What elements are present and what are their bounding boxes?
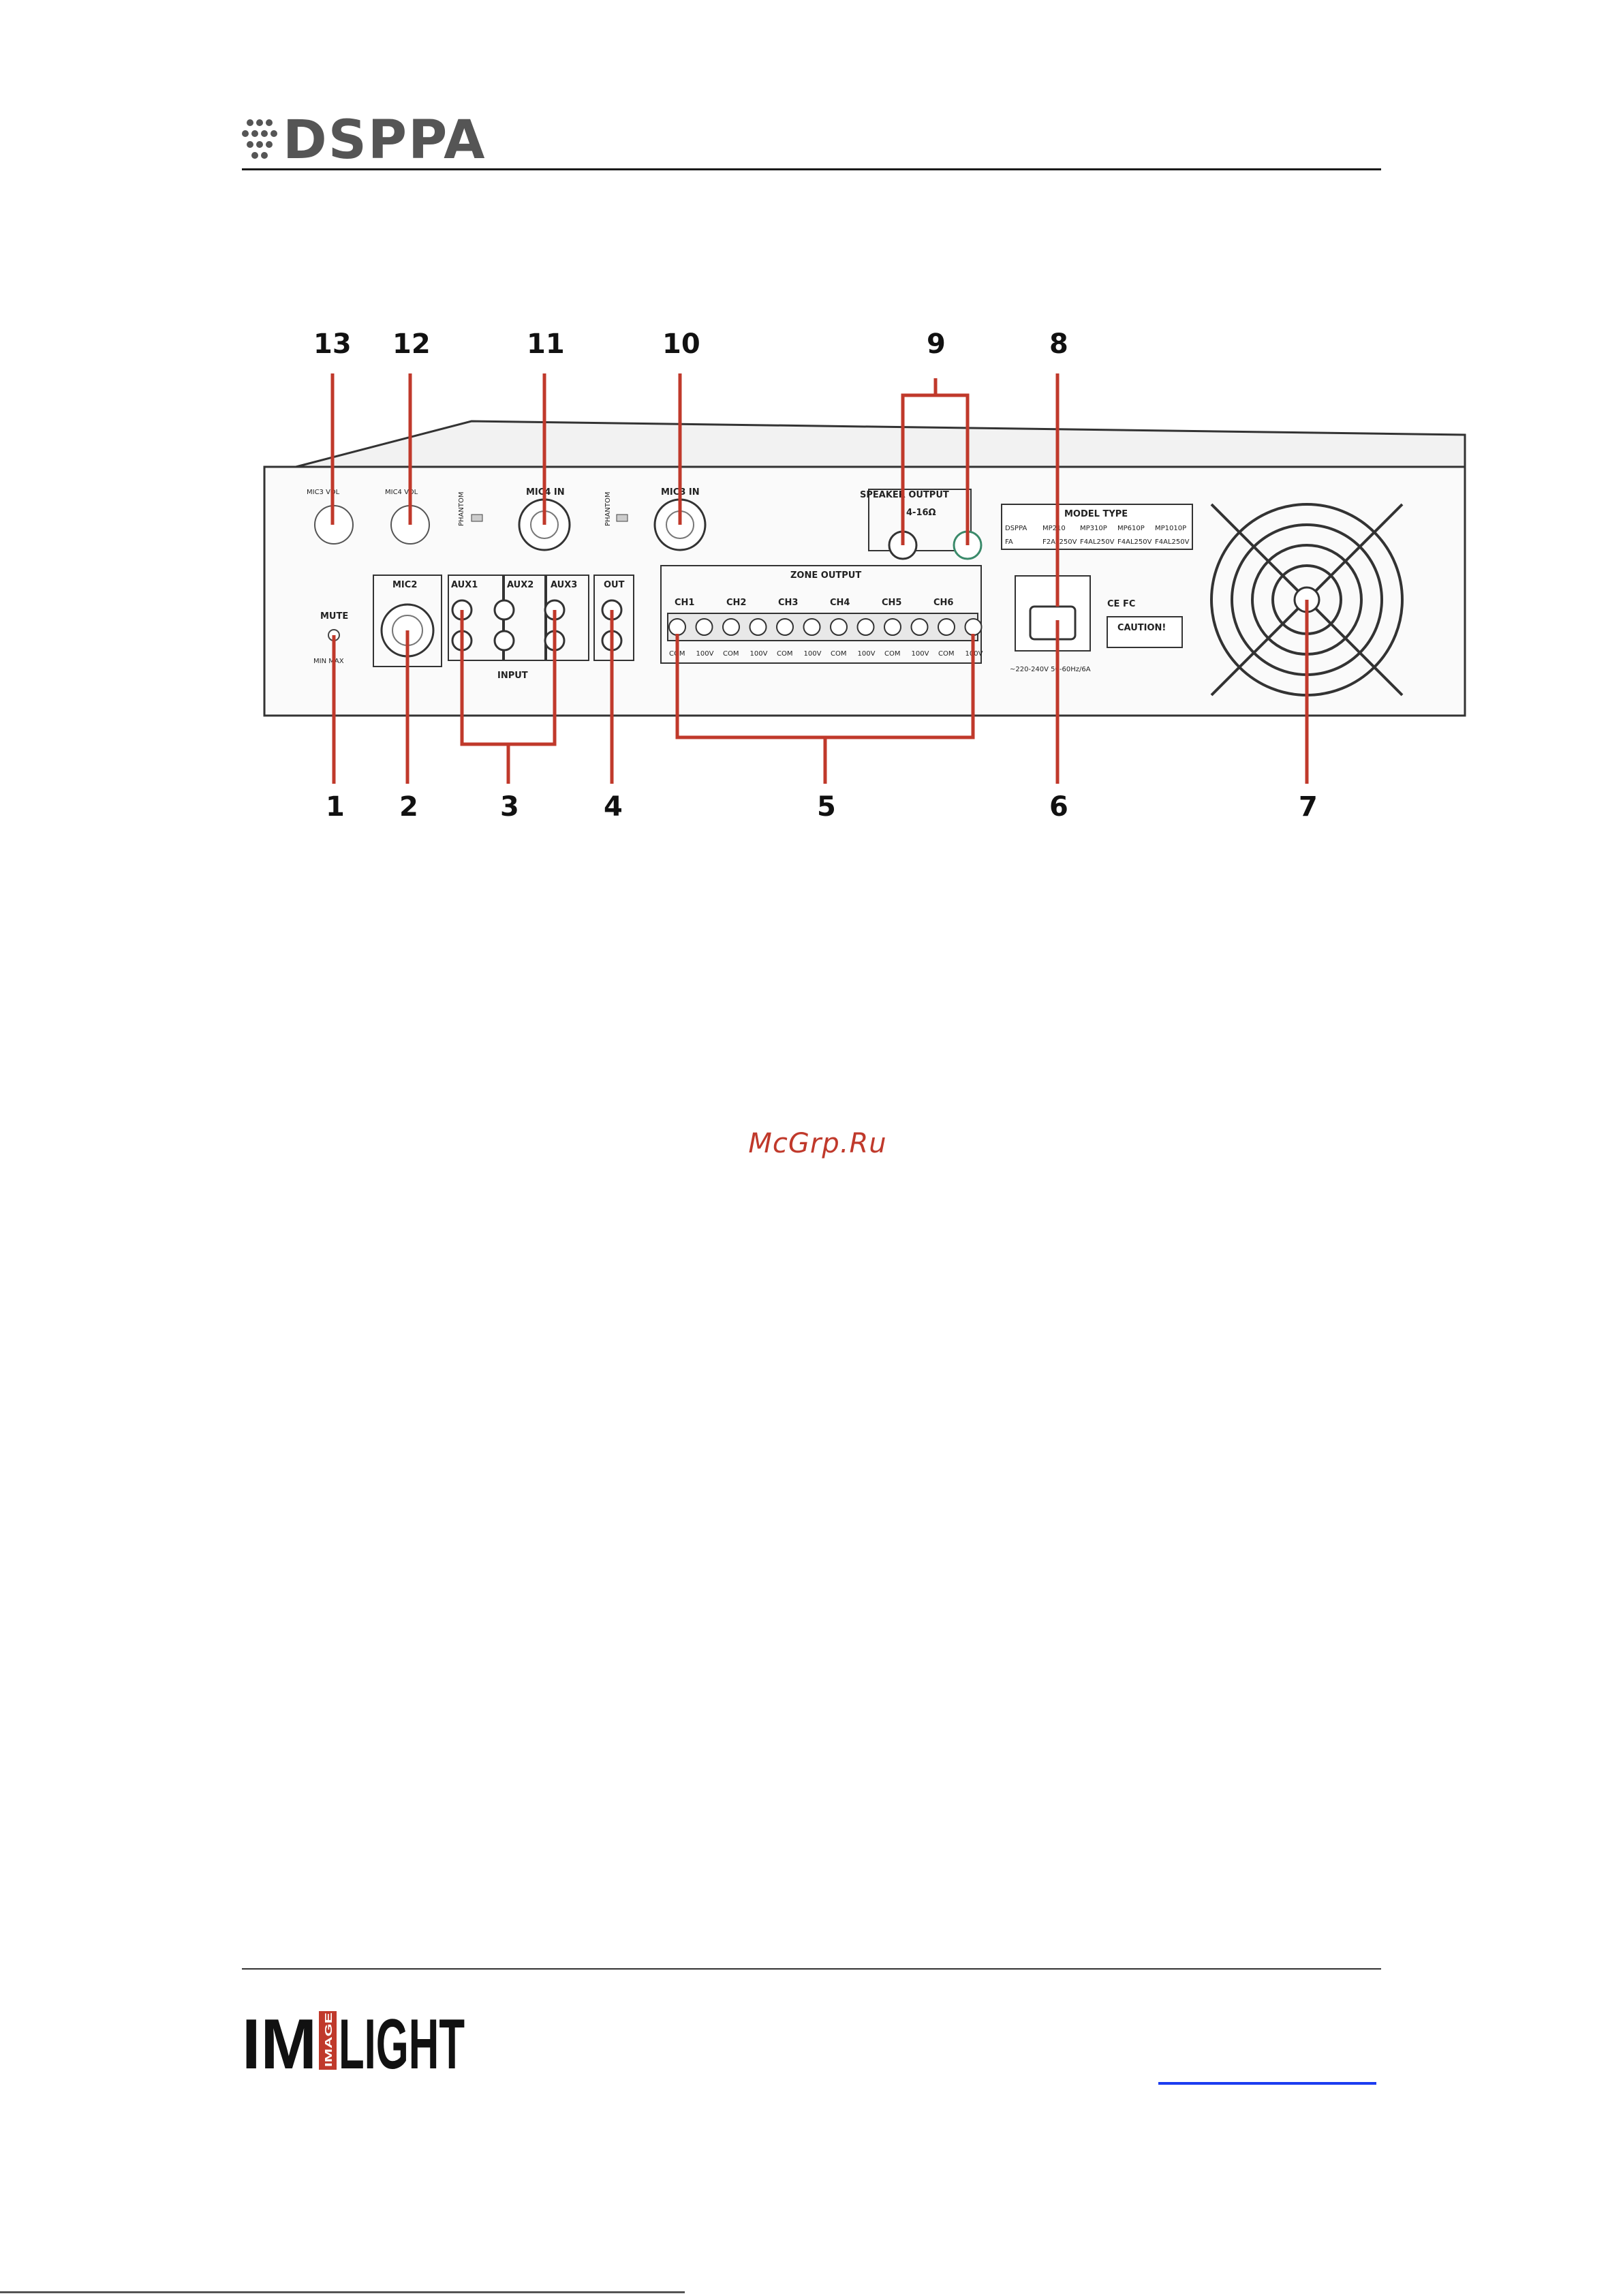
terminal-screw bbox=[722, 618, 740, 636]
zone-channel-label: CH4 bbox=[830, 598, 850, 608]
terminal-label: COM bbox=[831, 650, 846, 658]
model-cell: MP610P bbox=[1117, 525, 1145, 532]
callout-1: 1 bbox=[326, 791, 345, 823]
phantom-label-2: PHANTOM bbox=[604, 492, 612, 526]
footer-link[interactable] bbox=[1158, 2082, 1376, 2085]
aux-inputs: AUX1 AUX2 AUX3 INPUT bbox=[448, 575, 589, 681]
terminal-label: 100V bbox=[858, 650, 876, 658]
watermark-text: McGrp.Ru bbox=[748, 1128, 887, 1159]
terminal-label: 100V bbox=[912, 650, 929, 658]
terminal-screw bbox=[749, 618, 767, 636]
zone-channel-label: CH3 bbox=[778, 598, 798, 608]
power-inlet: ~220-240V 50-60Hz/6A bbox=[1010, 575, 1091, 673]
mic3-vol-label: MIC3 VOL bbox=[307, 489, 340, 496]
terminal-screw bbox=[938, 618, 955, 636]
callout-7: 7 bbox=[1299, 791, 1318, 823]
min-max-label: MIN MAX bbox=[313, 658, 344, 665]
callout-4: 4 bbox=[604, 791, 623, 823]
terminal-screw bbox=[884, 618, 901, 636]
zone-channel-label: CH6 bbox=[933, 598, 953, 608]
callout-11: 11 bbox=[527, 328, 565, 360]
aux2-label: AUX2 bbox=[507, 580, 534, 590]
model-cell: MP1010P bbox=[1155, 525, 1186, 532]
callout-9: 9 bbox=[927, 328, 946, 360]
callout-6: 6 bbox=[1049, 791, 1068, 823]
callout-numbers-top: 13 12 11 10 9 8 bbox=[313, 328, 1068, 360]
callout-12: 12 bbox=[392, 328, 431, 360]
terminal-screw bbox=[964, 618, 983, 636]
mic4-vol-label: MIC4 VOL bbox=[385, 489, 418, 496]
model-cell: F2AL250V bbox=[1042, 538, 1077, 546]
caution-label: CAUTION! bbox=[1117, 623, 1166, 633]
aux1-label: AUX1 bbox=[451, 580, 478, 590]
terminal-label: 100V bbox=[750, 650, 768, 658]
zone-output-label: ZONE OUTPUT bbox=[790, 570, 861, 581]
terminal-screw bbox=[695, 618, 713, 636]
model-cell: F4AL250V bbox=[1155, 538, 1190, 546]
voltage-label: ~220-240V 50-60Hz/6A bbox=[1010, 666, 1091, 673]
mic2-label: MIC2 bbox=[392, 580, 417, 590]
footer-divider bbox=[242, 1968, 1381, 1970]
model-cell: MP310P bbox=[1080, 525, 1107, 532]
aux3-label: AUX3 bbox=[551, 580, 577, 590]
terminal-label: 100V bbox=[804, 650, 822, 658]
callout-3: 3 bbox=[500, 791, 519, 823]
dsppa-logo: DSPPA bbox=[242, 110, 486, 164]
terminal-screw bbox=[776, 618, 794, 636]
input-label: INPUT bbox=[497, 671, 528, 681]
rear-panel-diagram: MIC3 VOL MIC4 VOL MUTE MIN MAX MIC2 PHAN… bbox=[263, 328, 1466, 823]
logo-image: IMAGE bbox=[323, 2012, 335, 2067]
model-cell: MP210 bbox=[1042, 525, 1066, 532]
terminal-label: COM bbox=[777, 650, 792, 658]
terminal-screw bbox=[830, 618, 848, 636]
zone-channel-labels: CH1 CH2 CH3 CH4 CH5 CH6 bbox=[675, 598, 953, 608]
zone-channel-label: CH5 bbox=[882, 598, 901, 608]
terminal-screw bbox=[803, 618, 821, 636]
imagelight-logo: IM IMAGE LIGHT bbox=[242, 2005, 465, 2082]
terminal-screw bbox=[668, 618, 686, 636]
logo-light: LIGHT bbox=[339, 2005, 465, 2082]
model-cell: DSPPA bbox=[1005, 525, 1027, 532]
chassis bbox=[263, 420, 1466, 717]
cert-label: CE FC bbox=[1107, 599, 1135, 609]
terminal-label: COM bbox=[884, 650, 900, 658]
model-type-label: MODEL TYPE bbox=[1064, 509, 1128, 519]
terminal-screw bbox=[910, 618, 929, 636]
zone-output: ZONE OUTPUT CH1 CH2 CH3 CH4 CH5 CH6 COM 100V CO… bbox=[660, 565, 983, 664]
callout-lines bbox=[330, 373, 1309, 784]
brand-text: DSPPA bbox=[283, 110, 486, 164]
model-type-table: MODEL TYPE DSPPA MP210 MP310P MP610P MP1010P… bbox=[1001, 504, 1193, 550]
logo-im: IM bbox=[242, 2005, 317, 2082]
model-cell: F4AL250V bbox=[1117, 538, 1152, 546]
terminal-label: COM bbox=[938, 650, 954, 658]
model-cell: F4AL250V bbox=[1080, 538, 1115, 546]
terminal-label: COM bbox=[723, 650, 739, 658]
terminal-label: 100V bbox=[696, 650, 714, 658]
callout-numbers-bottom: 1 2 3 4 5 6 7 bbox=[326, 791, 1318, 823]
out-label: OUT bbox=[604, 580, 625, 590]
zone-channel-label: CH2 bbox=[726, 598, 746, 608]
zone-channel-label: CH1 bbox=[675, 598, 694, 608]
header-divider bbox=[242, 168, 1381, 170]
callout-13: 13 bbox=[313, 328, 352, 360]
bottom-divider bbox=[0, 2291, 685, 2293]
impedance-label: 4-16Ω bbox=[906, 508, 936, 518]
mute-label: MUTE bbox=[320, 611, 348, 622]
model-cell: FA bbox=[1005, 538, 1013, 546]
callout-10: 10 bbox=[662, 328, 700, 360]
terminal-screw bbox=[856, 618, 875, 636]
callout-2: 2 bbox=[399, 791, 418, 823]
callout-8: 8 bbox=[1049, 328, 1068, 360]
phantom-label-1: PHANTOM bbox=[458, 492, 465, 526]
cert-marks: CE FC CAUTION! bbox=[1107, 599, 1183, 648]
callout-5: 5 bbox=[817, 791, 836, 823]
